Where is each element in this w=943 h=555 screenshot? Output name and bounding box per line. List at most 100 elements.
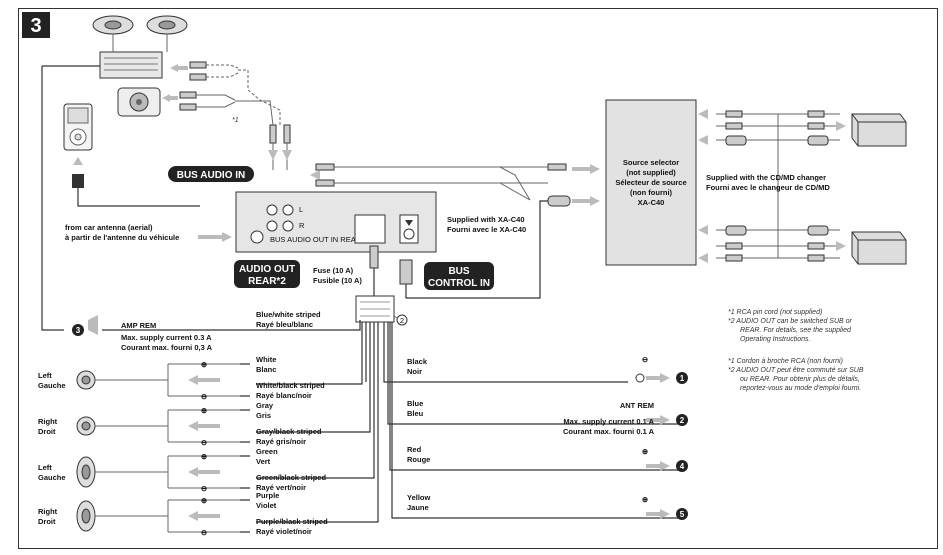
supplied-xa-fr: Fourni avec le XA-C40	[447, 225, 526, 234]
ant-rem-current-en: Max. supply current 0.1 A	[563, 417, 654, 426]
terminal-number: 5	[680, 510, 685, 519]
note-line: ou REAR. Pour obtenir plus de détails,	[740, 376, 860, 383]
speaker-side-en: Right	[38, 507, 58, 516]
svg-text:(non fourni): (non fourni)	[630, 188, 673, 197]
svg-text:Blue/white striped: Blue/white striped	[256, 310, 321, 319]
note-line: reportez-vous au mode d'emploi fourni.	[740, 385, 861, 392]
power-wire-en: Black	[407, 357, 428, 366]
negative-wire-en: Purple/black striped	[256, 517, 328, 526]
negative-wire-en: Green/black striped	[256, 473, 326, 482]
notes-fr: *1 Cordon à broche RCA (non fourni) *2 AU…	[728, 358, 864, 392]
unit-rear-label: BUS AUDIO OUT IN REAR/SUB	[270, 235, 379, 244]
power-wire-en: Yellow	[407, 493, 431, 502]
positive-wire-fr: Blanc	[256, 365, 276, 374]
negative-wire-en: White/black striped	[256, 381, 325, 390]
ant-rem-current-fr: Courant max. fourni 0.1 A	[563, 427, 655, 436]
bus-audio-in-callout	[168, 166, 254, 182]
positive-wire-fr: Violet	[256, 501, 277, 510]
bus-audio-cable	[315, 163, 571, 299]
negative-wire-en: Gray/black striped	[256, 427, 322, 436]
minus-icon: ⊖	[201, 484, 208, 493]
terminal-number-badge	[676, 372, 688, 384]
terminal-number: 2	[680, 416, 685, 425]
svg-text:BUS AUDIO IN: BUS AUDIO IN	[177, 170, 246, 181]
power-wire-en: Blue	[407, 399, 423, 408]
speaker-side-fr: Droit	[38, 517, 56, 526]
supplied-xa-en: Supplied with XA-C40	[447, 215, 525, 224]
negative-wire-fr: Rayé gris/noir	[256, 437, 306, 446]
amp-rem-number-badge	[72, 324, 84, 336]
note-line: *1 RCA pin cord (not supplied)	[728, 309, 822, 316]
svg-text:Courant max. fourni 0,3 A: Courant max. fourni 0,3 A	[121, 343, 213, 352]
svg-text:(not supplied): (not supplied)	[626, 168, 676, 177]
svg-text:Rayé bleu/blanc: Rayé bleu/blanc	[256, 320, 313, 329]
amplifier-icon	[99, 51, 163, 79]
svg-text:XA-C40: XA-C40	[638, 198, 665, 207]
section-number: 3	[30, 15, 41, 37]
plus-icon: ⊕	[201, 360, 208, 369]
power-wire-fr: Rouge	[407, 455, 430, 464]
plus-icon: ⊕	[642, 447, 649, 456]
positive-wire-fr: Gris	[256, 411, 271, 420]
svg-text:AUDIO OUT: AUDIO OUT	[239, 264, 295, 275]
terminal-number-badge	[676, 414, 688, 426]
audio-out-rear-callout	[234, 260, 300, 288]
speaker-side-fr: Gauche	[38, 473, 66, 482]
positive-wire-en: Green	[256, 447, 278, 456]
bus-control-in-callout	[424, 262, 494, 290]
minus-icon: ⊖	[201, 438, 208, 447]
terminal-number-badge	[676, 460, 688, 472]
port-r-label: R	[299, 221, 305, 230]
positive-wire-en: Purple	[256, 491, 279, 500]
svg-text:CONTROL IN: CONTROL IN	[428, 278, 490, 289]
port-l-label: L	[299, 205, 303, 214]
antenna-label-fr: à partir de l'antenne du véhicule	[65, 233, 179, 242]
power-wire-fr: Bleu	[407, 409, 424, 418]
amp-rem-label: AMP REM	[121, 321, 156, 330]
notes-en: *1 RCA pin cord (not supplied) *2 AUDIO O…	[728, 309, 853, 343]
fuse-label-en: Fuse (10 A)	[313, 266, 354, 275]
rca-note-marker: *1	[232, 117, 239, 124]
section-number-box	[22, 12, 50, 38]
note-line: *2 AUDIO OUT can be switched SUB or	[728, 318, 853, 325]
plus-icon: ⊕	[201, 406, 208, 415]
speaker-icon	[76, 416, 96, 436]
plus-icon: ⊕	[201, 496, 208, 505]
antenna-label-en: from car antenna (aerial)	[65, 223, 153, 232]
note-line: *2 AUDIO OUT peut être commuté sur SUB	[728, 367, 864, 374]
minus-icon: ⊖	[201, 392, 208, 401]
speaker-side-en: Left	[38, 463, 52, 472]
speaker-icon	[76, 456, 96, 488]
cd-changer-cables	[716, 110, 840, 262]
svg-text:3: 3	[76, 326, 81, 335]
power-wire-fr: Jaune	[407, 503, 429, 512]
note-line: *1 Cordon à broche RCA (non fourni)	[728, 358, 843, 365]
fuse-icon	[369, 245, 379, 269]
source-selector-box	[605, 99, 697, 266]
svg-text:Source selector: Source selector	[623, 158, 679, 167]
note-line: REAR. For details, see the supplied	[740, 327, 852, 334]
speaker-icon	[76, 370, 96, 390]
positive-wire-en: White	[256, 355, 276, 364]
speaker-icon	[76, 500, 96, 532]
ipod-icon	[63, 103, 93, 151]
speaker-side-en: Left	[38, 371, 52, 380]
svg-text:Max. supply current 0.3 A: Max. supply current 0.3 A	[121, 333, 212, 342]
svg-text:BUS: BUS	[448, 266, 469, 277]
ant-rem-label: ANT REM	[620, 401, 654, 410]
speaker-side-en: Right	[38, 417, 58, 426]
dock-connector-icon	[72, 174, 84, 188]
note-line: Operating Instructions.	[740, 336, 810, 343]
speaker-side-fr: Gauche	[38, 381, 66, 390]
cd-changer-icon	[851, 113, 907, 147]
